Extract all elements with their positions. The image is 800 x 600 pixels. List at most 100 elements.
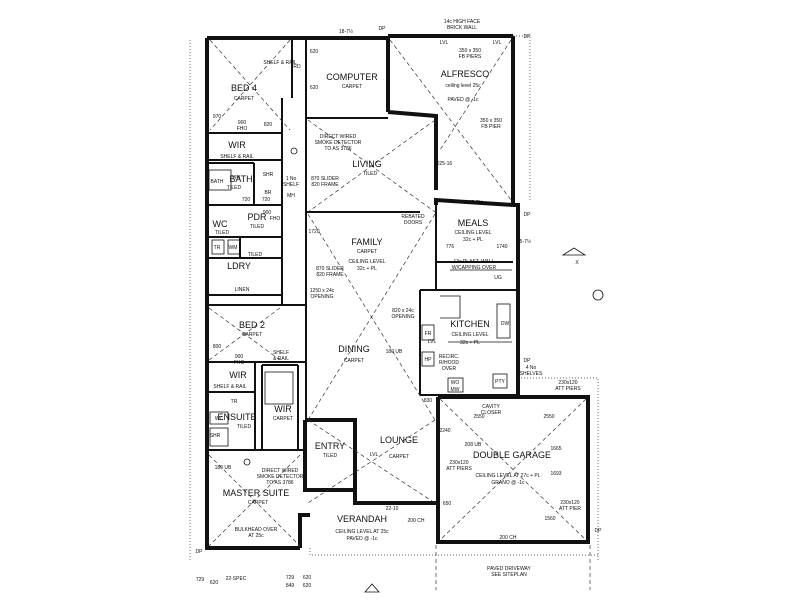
note-4no: 4 No: [526, 365, 537, 371]
code-2240: 2240: [439, 428, 450, 434]
note-smoke1b: SMOKE DETECTOR: [315, 140, 362, 146]
note-piers: 350 x 350: [459, 48, 481, 54]
note-smoke2a: DIRECT WIRED: [262, 468, 299, 474]
room-wir1: WIR: [228, 140, 246, 150]
note-shelf-1no2: SHELF: [283, 182, 299, 188]
family-ceiling: CEILING LEVEL: [349, 259, 386, 265]
fixtures: [208, 169, 512, 447]
code-lvl: LVL: [428, 339, 437, 345]
code-pty: PTY: [495, 379, 505, 385]
room-master: MASTER SUITE: [223, 488, 290, 498]
room-ensuite-finish: TILED: [237, 424, 252, 430]
smoke-detector-icon: [243, 458, 251, 466]
code-shr2: SHR: [210, 433, 221, 439]
code-6025b: 6025-7½: [463, 199, 484, 206]
room-master-finish: CARPET: [248, 500, 268, 506]
strip-mid4: 620: [303, 583, 312, 589]
note-shelf-1no: 1 No: [286, 176, 297, 182]
room-computer: COMPUTER: [326, 72, 378, 82]
code-wc: WC: [215, 416, 224, 422]
note-recirc3: OVER: [442, 366, 457, 372]
code-257: 25-7½: [517, 238, 532, 245]
code-820: 820: [264, 122, 273, 128]
code-6025: 6025-16: [434, 161, 453, 167]
note-shelf-rail4b: & RAIL: [273, 356, 289, 362]
code-dw: DW: [501, 321, 510, 327]
section-triangle-icon: [364, 583, 380, 593]
room-bath: BATH: [229, 174, 252, 184]
code-wm: WM: [229, 245, 238, 251]
note-opening2b: OPENING: [391, 314, 414, 320]
room-verandah: VERANDAH: [337, 514, 387, 524]
room-bed4-finish: CARPET: [234, 96, 254, 102]
room-garage: DOUBLE GARAGE: [473, 450, 551, 460]
room-entry-finish: TILED: [323, 453, 338, 459]
room-wir2: WIR: [229, 370, 247, 380]
room-wir3-finish: CARPET: [273, 416, 293, 422]
note-att-pier-b: 230x120: [560, 500, 579, 506]
note-att-pier-b2: ATT PIER: [559, 506, 581, 512]
code-200ch: 200 CH: [408, 518, 425, 524]
note-driveway: PAVED DRIVEWAY: [487, 566, 531, 572]
interior-walls: [207, 40, 518, 451]
room-ldry: LDRY: [227, 261, 251, 271]
note-pier: 350 x 350: [480, 118, 502, 124]
code-2550: 2550: [473, 414, 484, 420]
note-bulkhead: BULKHEAD OVER: [235, 527, 278, 533]
room-entry: ENTRY: [315, 441, 345, 451]
code-2210: 22-10: [386, 506, 399, 512]
code-200ch2: 200 CH: [500, 535, 517, 541]
room-pdr-finish: TILED: [250, 224, 265, 230]
room-meals: MEALS: [458, 218, 489, 228]
code-900: 900: [235, 354, 244, 360]
strip-left2: 620: [210, 580, 219, 586]
section-arrow-icon: [561, 247, 587, 256]
code-776: 776: [446, 244, 455, 250]
meals-ceiling: CEILING LEVEL: [455, 230, 492, 236]
note-bulkhead2: AT 25c: [248, 533, 264, 539]
code-180ub: 180 UB: [386, 349, 403, 355]
note-opening2: 820 x 24c: [392, 308, 414, 314]
room-kitchen: KITCHEN: [450, 319, 490, 329]
room-dining: DINING: [338, 344, 370, 354]
code-720: 720: [262, 197, 271, 203]
note-spec: 22-SPEC: [226, 576, 247, 582]
kitchen-ceiling: CEILING LEVEL: [452, 332, 489, 338]
code-hp: HP: [425, 357, 433, 363]
note-shelf-rail3: SHELF & RAIL: [213, 384, 247, 390]
note-4no-shelves: SHELVES: [520, 371, 543, 377]
code-ug: UG: [494, 275, 502, 281]
note-slider2b: 820 FRAME: [316, 272, 344, 278]
notes: 14c HIGH FACE BRICK WALL 350 x 350 FB PI…: [213, 19, 581, 582]
code-dp: DP: [379, 26, 387, 32]
code-1560: 1560: [544, 516, 555, 522]
codes: DP DP DP DP DP DP LVL LVL LVL LVL 620 62…: [196, 26, 603, 555]
note-recirc: RECIRC.: [439, 354, 460, 360]
code-620: 620: [310, 49, 319, 55]
room-pdr: PDR: [247, 212, 267, 222]
room-bed4: BED 4: [231, 83, 257, 93]
note-shelf-rail: SHELF & RAIL: [263, 60, 297, 66]
note-rebated: REBATED: [401, 214, 425, 220]
room-living-finish: TILED: [363, 171, 378, 177]
room-dining-finish: CARPET: [344, 358, 364, 364]
room-ldry-finish: TILED: [248, 252, 263, 258]
note-smoke2c: TO AS 3786: [266, 480, 293, 486]
code-wo: WO: [451, 380, 460, 386]
code-650: 650: [443, 501, 452, 507]
title-strip: 729 620 729 620 849 620: [196, 575, 312, 589]
code-mh: MH: [287, 193, 295, 199]
garage-ceiling: CEILING LEVEL AT 27c + PL: [475, 473, 540, 479]
code-720: 720: [242, 197, 251, 203]
code-1875: 18-7½: [339, 28, 354, 35]
note-smoke2b: SMOKE DETECTOR: [257, 474, 304, 480]
alfresco-ceiling: ceiling level 25c: [445, 83, 481, 89]
room-computer-finish: CARPET: [342, 84, 362, 90]
meals-ceiling2: 32c + PL: [463, 237, 483, 243]
note-cavity2: CLOSER: [481, 410, 502, 416]
code-900: 900: [263, 210, 272, 216]
note-pier2: FB PIER: [481, 124, 501, 130]
room-lounge: LOUNGE: [380, 435, 418, 445]
code-shr: SHR: [263, 172, 274, 178]
